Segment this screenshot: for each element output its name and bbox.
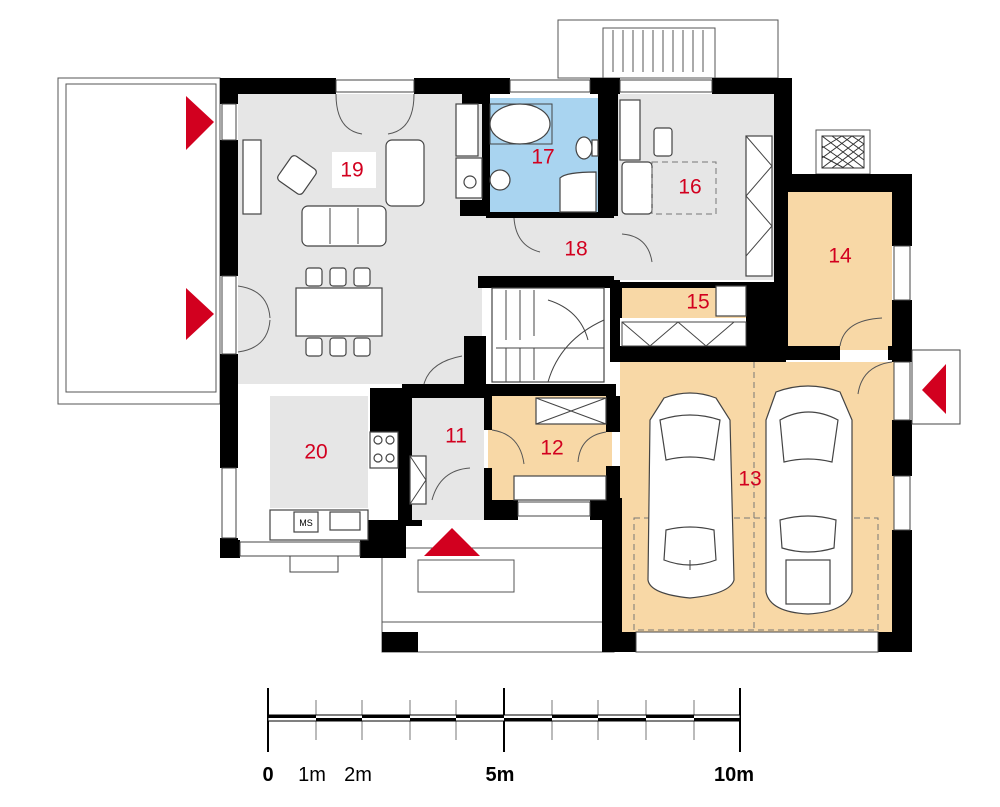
entrance-arrows bbox=[186, 96, 946, 556]
furniture: MS bbox=[237, 93, 893, 631]
room-label-18: 18 bbox=[564, 238, 587, 261]
dining-table-icon bbox=[295, 287, 383, 337]
windows bbox=[221, 79, 961, 653]
chimney bbox=[815, 129, 871, 175]
desk-icon bbox=[619, 99, 641, 161]
room-label-17: 17 bbox=[531, 146, 554, 169]
car-icon bbox=[647, 392, 735, 599]
room-label-12: 12 bbox=[540, 437, 563, 460]
entrance-arrow-icon bbox=[186, 96, 214, 150]
entrance-arrow-icon bbox=[922, 364, 946, 414]
shower-icon bbox=[559, 171, 597, 213]
entrance-arrow-icon bbox=[186, 288, 214, 340]
scale-label-0: 0 bbox=[262, 764, 273, 786]
armchair-icon bbox=[385, 139, 425, 207]
bathtub-icon bbox=[489, 103, 551, 145]
room-label-16: 16 bbox=[678, 176, 701, 199]
room-label-19: 19 bbox=[340, 159, 363, 182]
room-label-15: 15 bbox=[686, 291, 709, 314]
scale-label-10m: 10m bbox=[714, 764, 754, 786]
island bbox=[270, 396, 368, 508]
scale-bar: 0 1m 2m 5m 10m bbox=[262, 688, 754, 786]
toilet-icon bbox=[575, 136, 593, 160]
scale-label-2m: 2m bbox=[344, 764, 372, 786]
room-label-11: 11 bbox=[445, 425, 467, 448]
room-labels: 19 17 16 18 14 15 20 11 12 13 bbox=[304, 146, 852, 491]
microwave-label: MS bbox=[299, 518, 313, 528]
sofa-icon bbox=[301, 205, 387, 247]
scale-label-1m: 1m bbox=[298, 764, 326, 786]
room-label-20: 20 bbox=[304, 441, 327, 464]
room-14-floor bbox=[786, 192, 892, 350]
entrance-arrow-icon bbox=[424, 528, 480, 556]
car-icon bbox=[765, 385, 853, 615]
corridor-floor bbox=[482, 212, 622, 280]
scale-label-5m: 5m bbox=[486, 764, 515, 786]
staircase-icon bbox=[491, 287, 605, 383]
sink-icon bbox=[329, 511, 361, 531]
room-label-14: 14 bbox=[828, 245, 852, 268]
room-label-13: 13 bbox=[738, 468, 761, 491]
walls bbox=[220, 78, 912, 652]
cooktop-icon bbox=[369, 431, 399, 469]
rear-steps bbox=[557, 19, 779, 79]
